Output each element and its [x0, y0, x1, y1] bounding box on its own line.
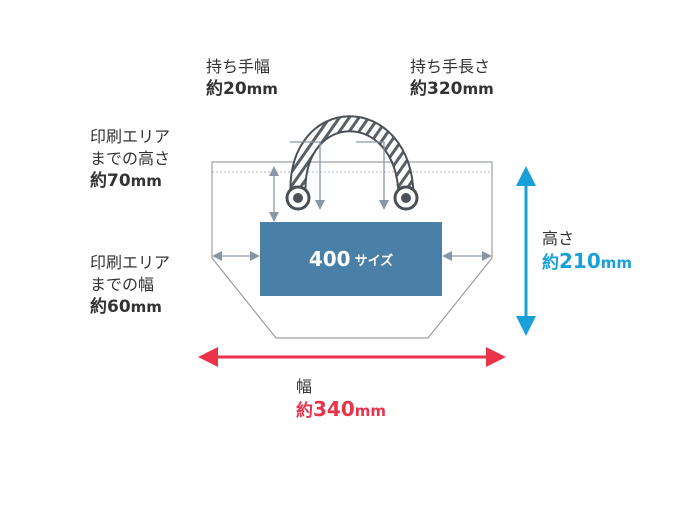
print-side-title-2: までの幅 — [90, 275, 155, 294]
height-arrow-head-top — [516, 166, 536, 186]
print-side-title-1: 印刷エリア — [90, 253, 171, 272]
print-top-label: 印刷エリア までの高さ 約70mm — [90, 126, 170, 192]
handle-length-title: 持ち手長さ — [410, 57, 491, 76]
print-size-number: 400 — [308, 247, 351, 271]
handle-width-measure: 約20mm — [206, 79, 278, 99]
print-top-guide-arrow-up — [269, 166, 279, 176]
handle-length-measure: 約320mm — [410, 79, 494, 99]
handle-length-guide-arrow — [379, 200, 389, 210]
print-side-measure: 約60mm — [90, 297, 162, 317]
print-side-guide-left-arrow-r — [250, 251, 260, 261]
height-measure: 約210mm — [542, 249, 633, 273]
print-side-guide-right-arrow-l — [442, 251, 452, 261]
grommet-right-inner — [401, 193, 411, 203]
handle-length-label: 持ち手長さ 約320mm — [410, 56, 494, 100]
print-area — [260, 222, 442, 296]
width-label: 幅 約340mm — [296, 376, 386, 422]
width-title: 幅 — [296, 377, 313, 396]
print-area-label: 400 サイズ — [260, 222, 442, 296]
print-top-measure: 約70mm — [90, 171, 162, 191]
print-top-title-2: までの高さ — [90, 149, 171, 168]
handle-width-guide-arrow — [315, 200, 325, 210]
print-side-guide-right-arrow-r — [482, 251, 492, 261]
height-label: 高さ 約210mm — [542, 228, 632, 274]
rope-handle-texture — [291, 117, 413, 202]
print-size-suffix: サイズ — [354, 253, 394, 269]
print-top-guide-arrow-down — [269, 212, 279, 222]
height-arrow-head-bottom — [516, 316, 536, 336]
grommet-left-inner — [293, 193, 303, 203]
height-title: 高さ — [542, 229, 575, 248]
print-top-title-1: 印刷エリア — [90, 127, 171, 146]
handle-width-guide — [290, 141, 321, 206]
width-arrow-head-left — [198, 347, 218, 367]
print-side-guide-left-arrow-l — [212, 251, 222, 261]
handle-width-title: 持ち手幅 — [206, 57, 271, 76]
handle-length-guide — [356, 141, 385, 206]
print-side-label: 印刷エリア までの幅 約60mm — [90, 252, 170, 318]
handle-width-label: 持ち手幅 約20mm — [206, 56, 278, 100]
width-arrow-head-right — [486, 347, 506, 367]
width-measure: 約340mm — [296, 397, 387, 421]
